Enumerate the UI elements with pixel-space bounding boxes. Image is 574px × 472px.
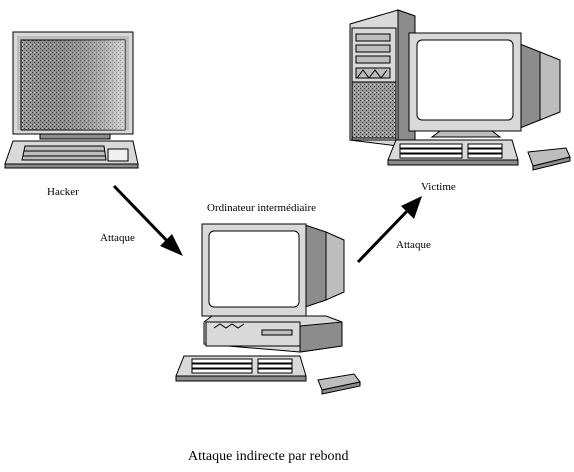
attack-arrow-left-icon <box>112 184 183 256</box>
hacker-label: Hacker <box>47 186 79 198</box>
intermediate-label: Ordinateur intermédiaire <box>207 202 317 214</box>
attack-label-right: Attaque <box>396 239 431 251</box>
attack-label-left: Attaque <box>100 232 135 244</box>
diagram-caption: Attaque indirecte par rebond <box>188 449 349 464</box>
victim-computer-icon <box>349 9 571 171</box>
hacker-laptop-icon <box>4 31 139 169</box>
victim-label: Victime <box>421 181 456 193</box>
intermediate-computer-icon <box>175 223 361 395</box>
attack-arrow-right-icon <box>356 196 422 264</box>
